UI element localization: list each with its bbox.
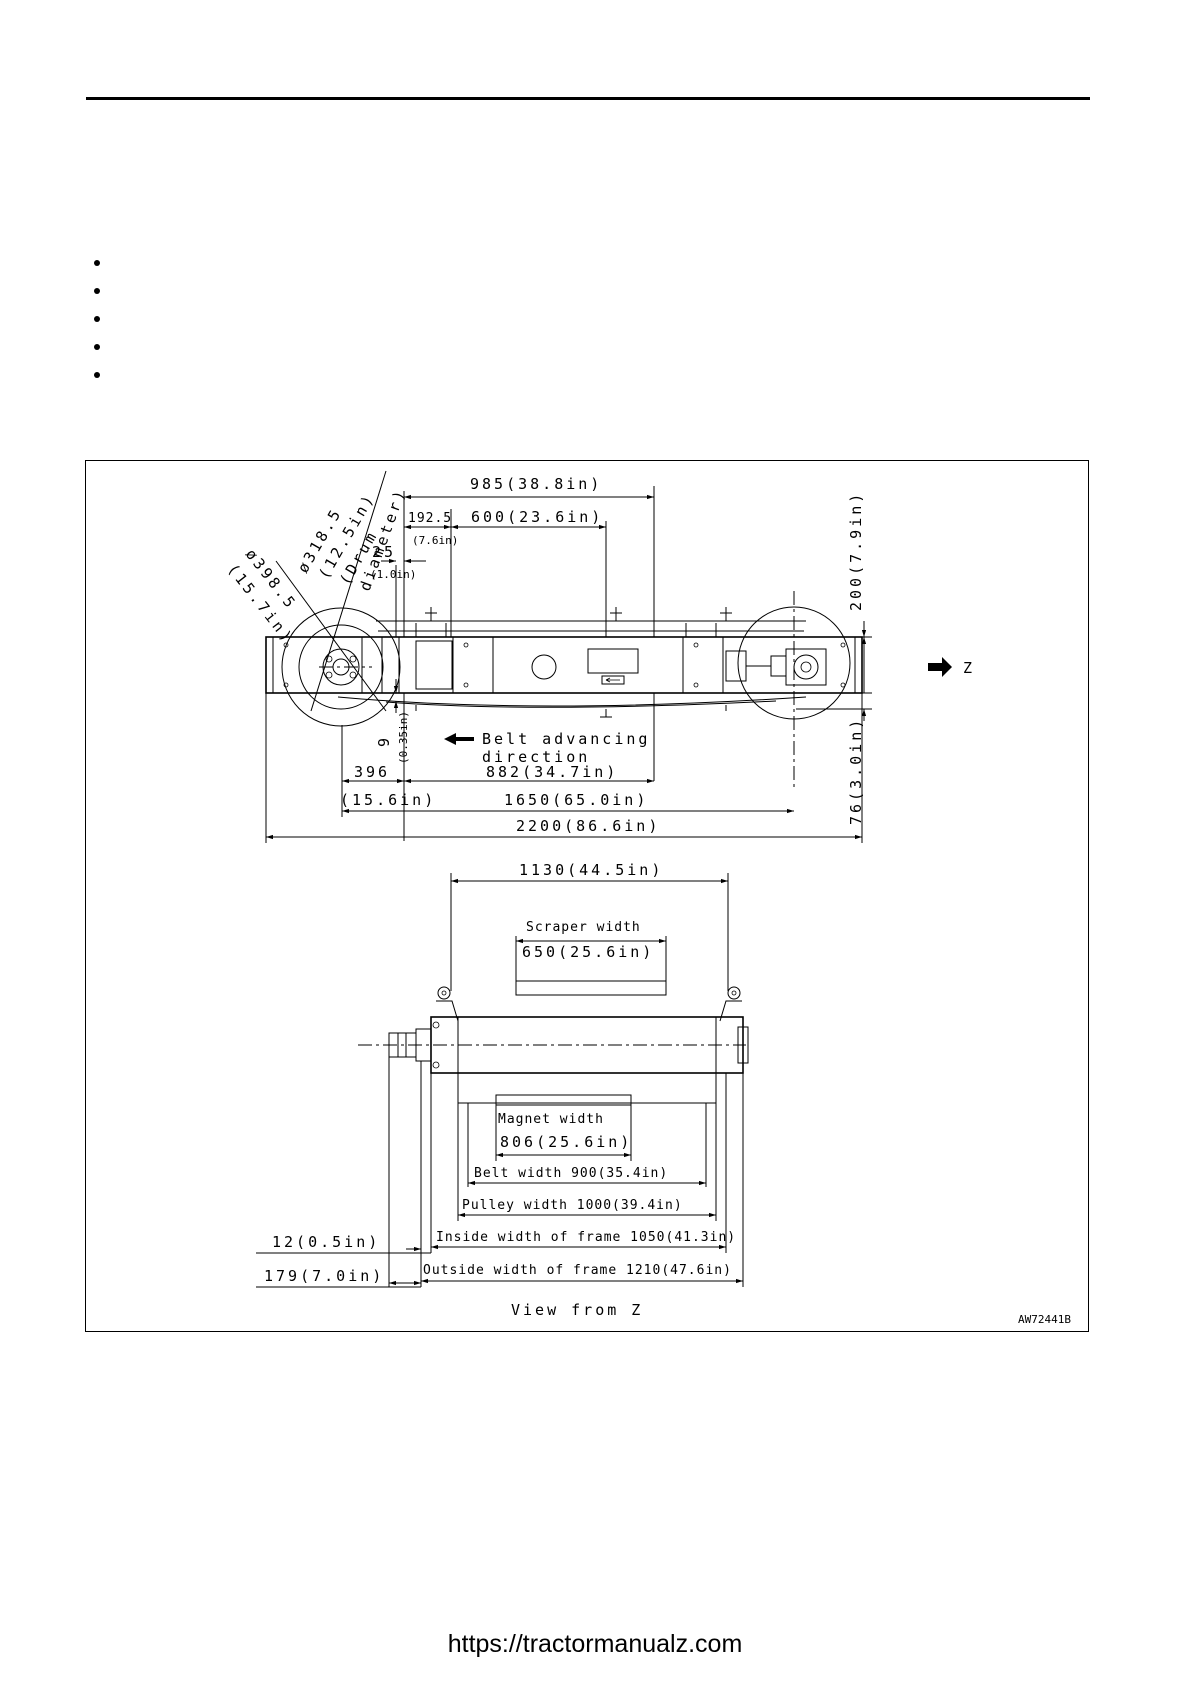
dim-396-in: (15.6in) [340, 791, 436, 809]
dim-600: 600(23.6in) [471, 508, 603, 526]
magnet-label: Magnet width [498, 1112, 604, 1127]
dim-396: 396 [354, 763, 390, 781]
side-view: 985(38.8in) 192.5 (7.6in) 600(23.6in) 25… [224, 470, 975, 843]
dim-200: 200(7.9in) [847, 491, 865, 611]
dim-882: 882(34.7in) [486, 763, 618, 781]
scraper [515, 980, 667, 996]
view-arrow-icon [928, 657, 952, 677]
main-frame [265, 636, 863, 694]
dim-25: 25 [372, 543, 396, 561]
magnet [495, 1094, 632, 1106]
dim-12: 12(0.5in) [272, 1233, 380, 1251]
inside-frame-label: Inside width of frame 1050(41.3in) [436, 1230, 736, 1245]
diameter-leader [310, 470, 387, 712]
dim-2200: 2200(86.6in) [516, 817, 660, 835]
footer-url[interactable]: https://tractormanualz.com [447, 1630, 743, 1658]
dim-76: 76(3.0in) [847, 717, 865, 825]
z-label: Z [963, 659, 975, 677]
end-view: 1130(44.5in) Scraper width 650(25.6in) [256, 861, 1071, 1326]
left-drum-outer [281, 607, 401, 727]
pulley-width-label: Pulley width 1000(39.4in) [462, 1198, 683, 1213]
belt-direction-arrow-icon [444, 733, 474, 745]
belt-direction-label-2: direction [482, 748, 590, 766]
dim-650: 650(25.6in) [522, 943, 654, 961]
drawing-canvas: 985(38.8in) 192.5 (7.6in) 600(23.6in) 25… [224, 470, 1071, 1326]
belt-width-label: Belt width 900(35.4in) [474, 1166, 668, 1181]
header-rule [86, 97, 1090, 100]
outside-frame-label: Outside width of frame 1210(47.6in) [423, 1263, 732, 1278]
left-drum-inner [298, 624, 384, 710]
dim-9: 9 [375, 735, 393, 747]
dimension-drawing: 985(38.8in) 192.5 (7.6in) 600(23.6in) 25… [85, 460, 1089, 1332]
dim-179: 179(7.0in) [264, 1267, 384, 1285]
figure-code: AW72441B [1018, 1313, 1071, 1326]
scraper-label: Scraper width [526, 920, 641, 935]
dim-9-in: (0.35in) [397, 711, 410, 764]
dim-25-in: (1.0in) [370, 568, 416, 581]
dim-1650: 1650(65.0in) [504, 791, 648, 809]
belt-direction-label-1: Belt advancing [482, 730, 650, 748]
dim-1130: 1130(44.5in) [519, 861, 663, 879]
dim-806: 806(25.6in) [500, 1133, 632, 1151]
view-caption: View from Z [511, 1301, 643, 1319]
dim-192-in: (7.6in) [412, 534, 458, 547]
dim-985: 985(38.8in) [470, 475, 602, 493]
dim-192: 192.5 [408, 511, 452, 526]
